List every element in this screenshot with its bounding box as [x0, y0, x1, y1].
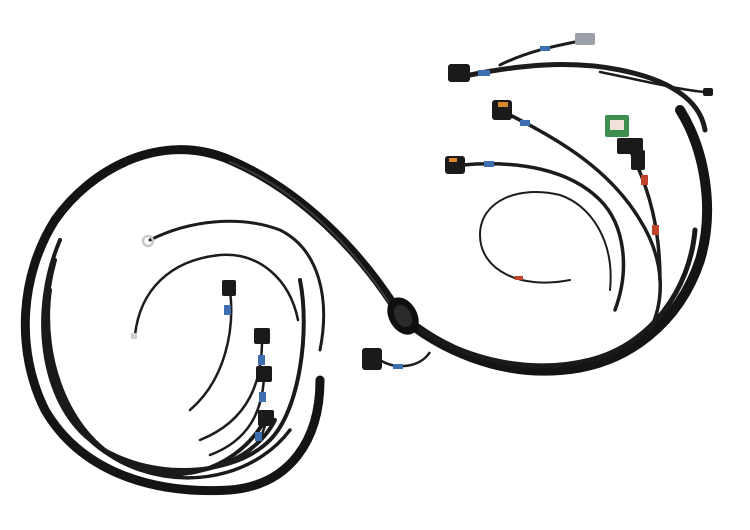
red-band-relay-2 — [652, 225, 659, 235]
injector-connector-4 — [258, 410, 274, 426]
wire-loose-end — [133, 253, 300, 337]
loom-highlight — [229, 161, 396, 313]
wire-orange-connector — [508, 113, 662, 332]
wire-top — [467, 62, 708, 133]
grommet — [387, 297, 419, 335]
loom-right-trunk — [395, 105, 713, 376]
relay-label — [610, 120, 624, 130]
injector-connector-3 — [256, 366, 272, 382]
connector-top-gray — [575, 33, 595, 45]
wire-injector-3 — [208, 376, 266, 457]
red-band-thin — [515, 276, 523, 280]
main-loom — [20, 105, 713, 496]
red-band-relay-1 — [641, 175, 648, 185]
wire-injector-2 — [198, 338, 264, 442]
right-connectors — [445, 33, 713, 174]
blue-band-mid — [484, 161, 494, 167]
wire-injector-1 — [188, 288, 233, 412]
wire-ring-terminal — [148, 219, 326, 352]
blue-band-top — [478, 70, 490, 76]
connector-top-right — [703, 88, 713, 96]
loom-branch-1 — [41, 238, 306, 472]
orange-seal — [498, 102, 508, 107]
blue-band-2 — [258, 355, 265, 365]
blue-band-1 — [224, 305, 231, 315]
wire-thin-loop — [478, 190, 612, 291]
inner-wires — [131, 219, 326, 467]
ring-terminal — [141, 234, 155, 248]
blue-band-3 — [259, 392, 266, 402]
loom-outer-loop — [20, 145, 405, 496]
sensor-connector-lower — [362, 348, 432, 370]
fuse-holder — [631, 150, 645, 170]
orange-seal-mid — [449, 158, 457, 162]
blue-band-top-2 — [540, 46, 550, 51]
wire-injector-4 — [218, 418, 268, 467]
injector-connector-1 — [222, 280, 236, 296]
blue-band-orange — [520, 120, 530, 126]
wire-top-right — [598, 70, 707, 94]
injector-connector-2 — [254, 328, 270, 344]
wire-tip — [131, 333, 137, 339]
loom-right-trunk-2 — [417, 227, 698, 369]
injector-connectors — [222, 280, 274, 426]
connector-top-left — [448, 64, 470, 82]
blue-band-4 — [255, 432, 262, 441]
wire-mid-connector — [460, 162, 626, 312]
loom-branch-4 — [46, 318, 292, 480]
